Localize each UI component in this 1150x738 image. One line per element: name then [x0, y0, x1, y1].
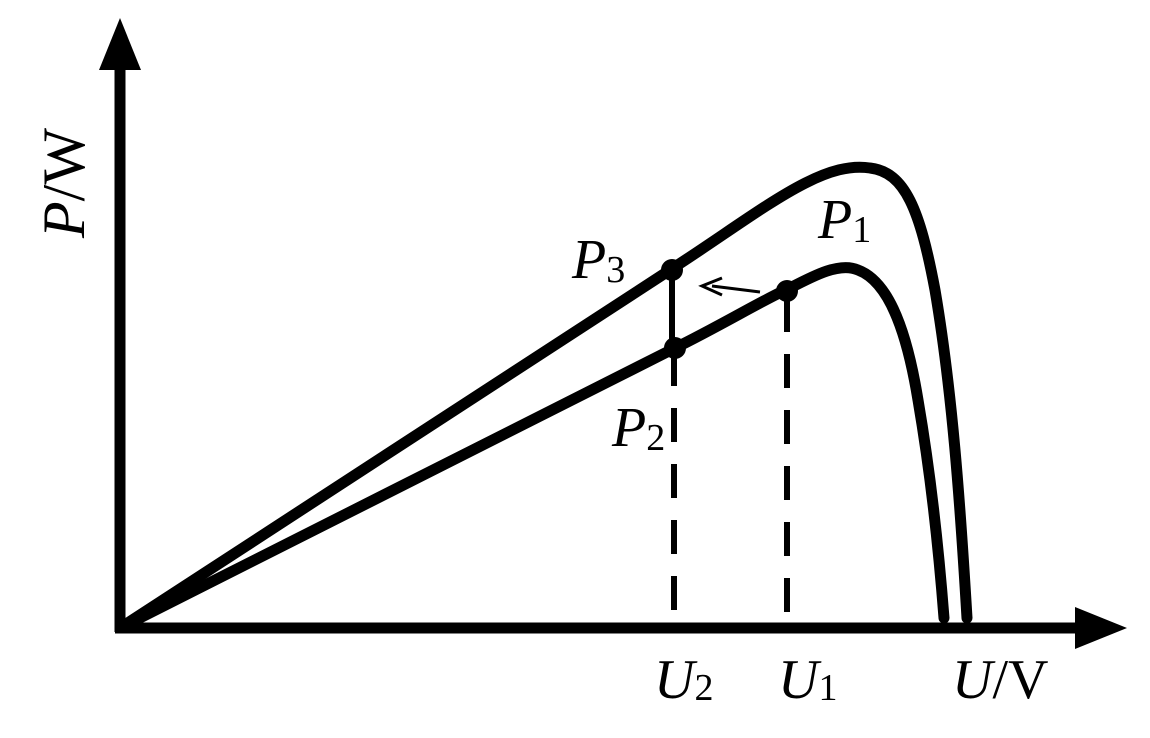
y-axis-arrowhead	[99, 18, 141, 70]
upper-pu-curve	[114, 161, 973, 634]
y-axis-label-unit: /W	[31, 128, 97, 202]
shift-arrow-head	[698, 276, 723, 297]
lower-pu-curve	[114, 262, 950, 634]
x-axis-label: U/V	[952, 649, 1048, 711]
p3-label: P3	[571, 229, 625, 291]
x-axis-arrowhead	[1075, 607, 1127, 649]
y-axis-label-var: P	[31, 201, 97, 239]
u1-label: U1	[778, 649, 837, 711]
p1-label: P1	[817, 189, 871, 251]
p3-point	[661, 259, 683, 281]
x-axis-label-var: U	[952, 649, 996, 711]
p2-label: P2	[611, 397, 665, 459]
shift-arrow-shaft	[711, 284, 761, 294]
p2-point	[664, 337, 686, 359]
p1-point	[776, 280, 798, 302]
y-axis-label: P/W	[31, 128, 97, 239]
u2-label: U2	[654, 649, 713, 711]
x-axis-label-unit: /V	[992, 649, 1048, 711]
